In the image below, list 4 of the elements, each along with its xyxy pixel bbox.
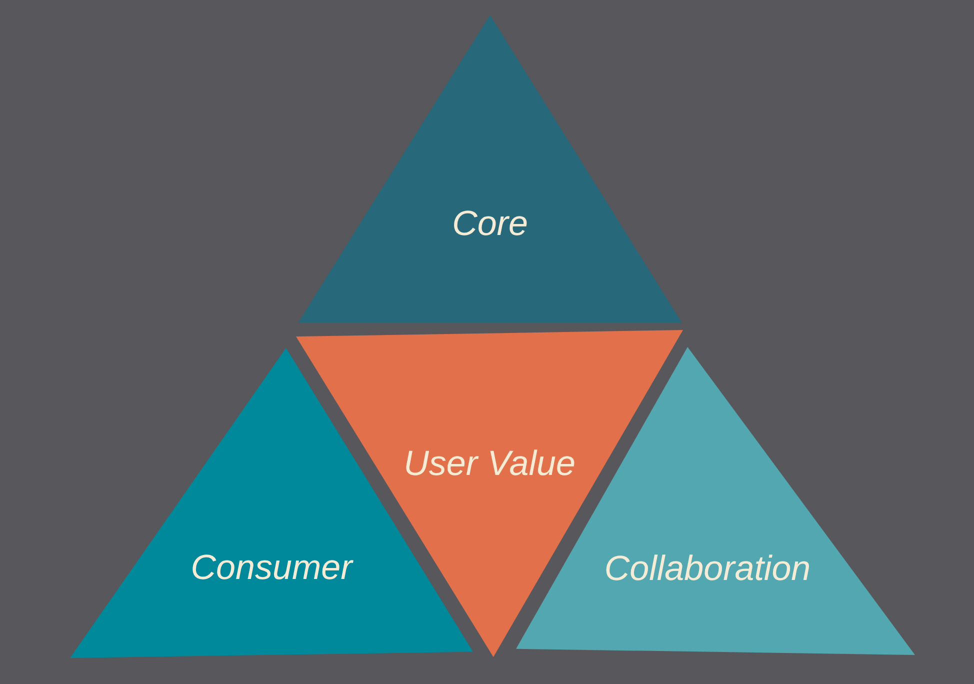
triangle-label: User Value — [404, 444, 576, 484]
triangle-label: Collaboration — [604, 548, 811, 589]
triangle-label: Core — [452, 204, 528, 244]
triangle-label: Consumer — [190, 548, 352, 588]
